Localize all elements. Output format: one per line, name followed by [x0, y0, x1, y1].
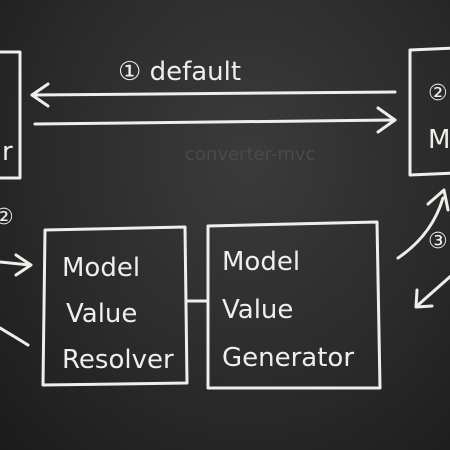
default-arrow-label: ① default	[118, 57, 241, 87]
resolver-line-1: Model	[62, 253, 140, 283]
right-box-text: M	[428, 125, 450, 155]
arrow-to-left-head	[30, 82, 50, 108]
step3-marker: ③	[428, 229, 448, 254]
left-box-outline	[0, 50, 22, 180]
right-partial-box: ② M	[408, 46, 450, 177]
arrow-into-resolver-line	[0, 260, 32, 267]
left-box-text: r	[2, 137, 13, 167]
left-partial-box: r	[0, 50, 22, 180]
arrow-to-right-head	[376, 106, 397, 134]
arrow-into-resolver	[0, 253, 33, 277]
right-box-step-icon: ②	[428, 81, 448, 106]
generator-line-1: Model	[222, 247, 300, 277]
step2-marker: ②	[0, 205, 14, 230]
generator-line-2: Value	[222, 295, 293, 325]
resolver-box: Model Value Resolver	[41, 225, 189, 387]
resolver-line-3: Resolver	[62, 345, 174, 375]
generator-box: Model Value Generator	[206, 220, 382, 390]
resolver-line-2: Value	[66, 299, 137, 329]
arrow-back-line	[416, 274, 450, 307]
arrow-into-resolver-head	[14, 253, 33, 277]
generator-line-3: Generator	[222, 343, 354, 373]
arrow-to-right	[33, 106, 397, 134]
arrow-back-head	[414, 288, 434, 309]
arrow-back-to-generator	[414, 274, 450, 309]
arrow-to-right-box-head	[426, 188, 450, 212]
arrow-to-left	[30, 82, 397, 108]
arrow-to-left-line	[30, 90, 397, 97]
left-curve-line	[0, 326, 30, 347]
ghost-text: converter-mvc	[185, 144, 315, 165]
arrow-to-right-box	[396, 188, 450, 260]
arrow-to-right-box-line	[396, 196, 445, 260]
right-box-outline	[408, 46, 450, 177]
arrow-to-right-line	[33, 118, 397, 126]
generator-box-outline	[206, 220, 382, 390]
resolver-box-outline	[41, 225, 189, 387]
